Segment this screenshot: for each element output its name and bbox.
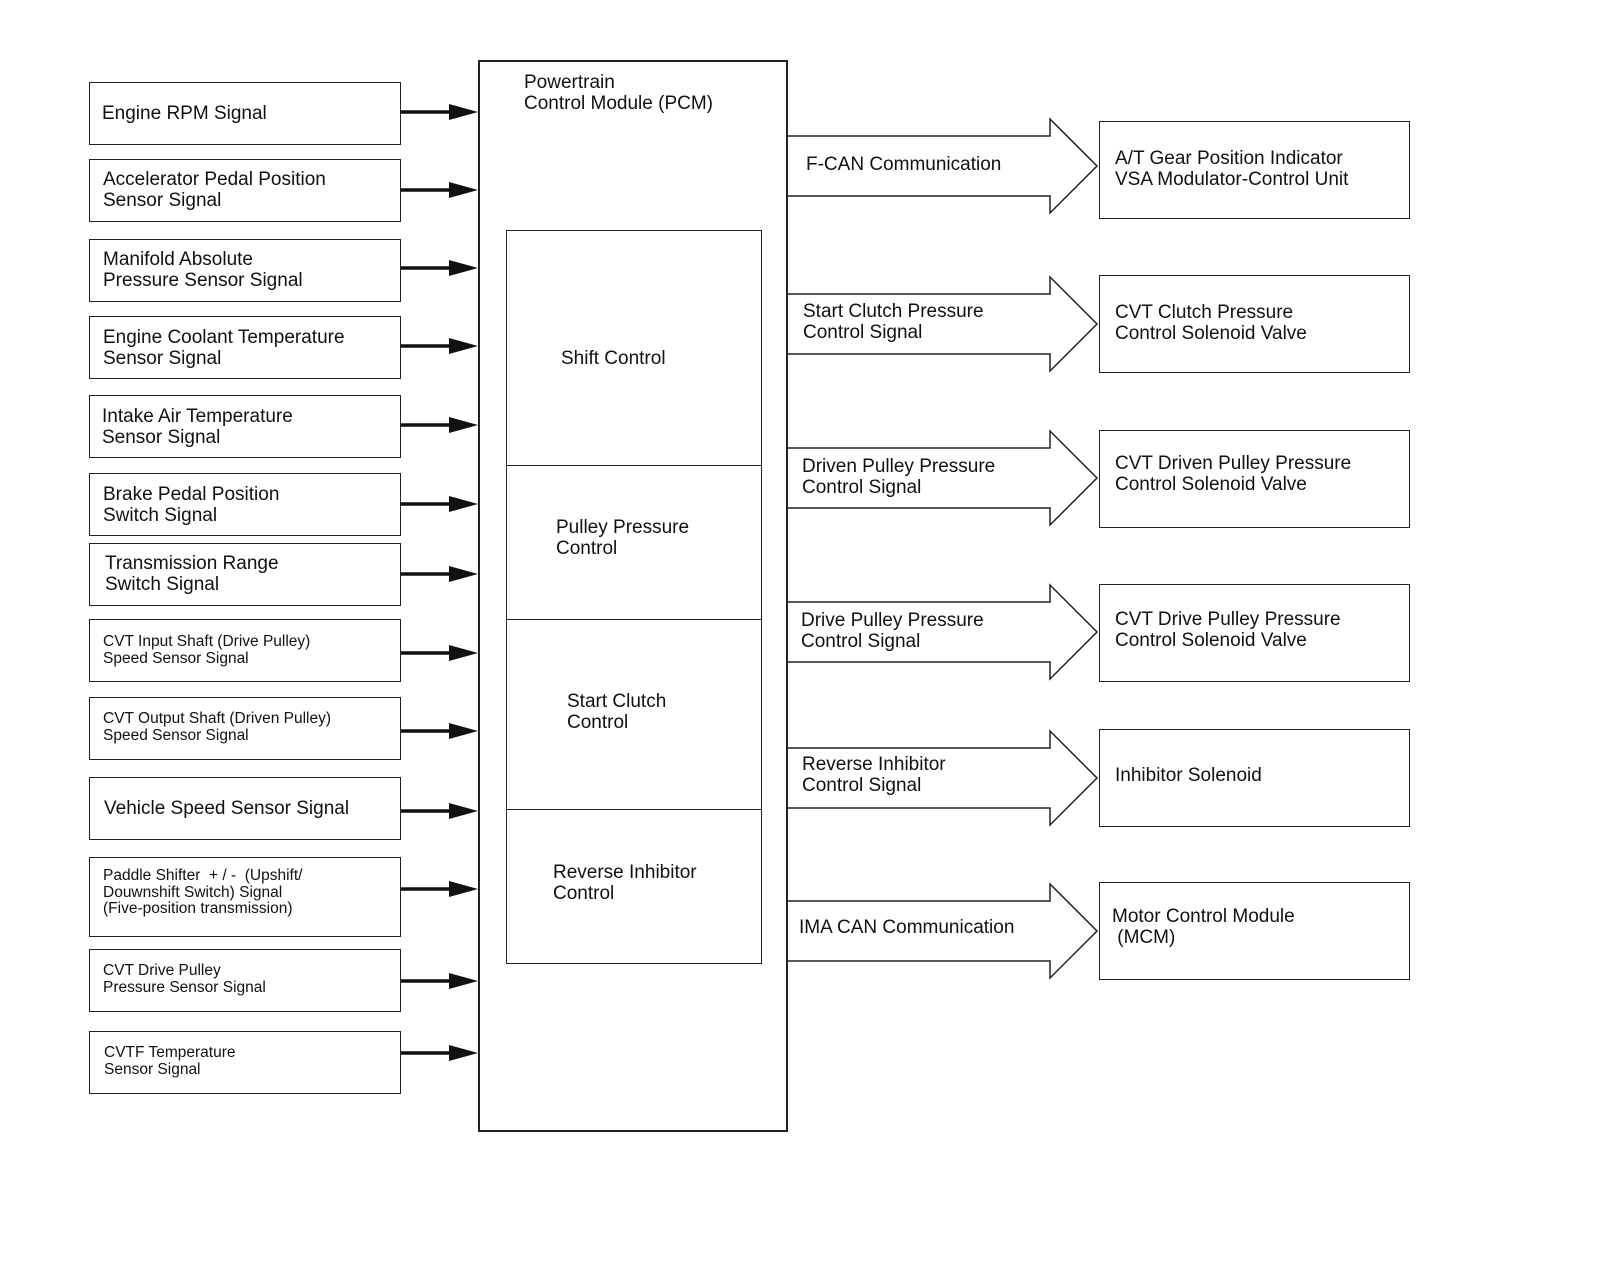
input-box-engine-rpm: [89, 82, 401, 145]
input-box-transmission-range: [89, 543, 401, 606]
input-label-transmission-range: Transmission Range Switch Signal: [105, 553, 279, 595]
section-label-shift-control: Shift Control: [561, 348, 666, 369]
input-label-drive-pulley-pressure: CVT Drive Pulley Pressure Sensor Signal: [103, 962, 266, 996]
input-label-vehicle-speed: Vehicle Speed Sensor Signal: [104, 798, 350, 819]
signal-label-driven-pulley: Driven Pulley Pressure Control Signal: [802, 456, 996, 498]
input-label-accelerator-pedal: Accelerator Pedal Position Sensor Signal: [103, 169, 326, 211]
section-label-pulley-pressure-control: Pulley Pressure Control: [556, 517, 690, 559]
signal-label-start-clutch: Start Clutch Pressure Control Signal: [803, 301, 984, 343]
pcm-title: Powertrain Control Module (PCM): [524, 72, 713, 114]
output-label-motor-control-module: Motor Control Module (MCM): [1112, 906, 1295, 948]
section-start-clutch-control: [506, 619, 762, 810]
section-reverse-inhibitor-control: [506, 809, 762, 964]
input-box-brake-pedal: [89, 473, 401, 536]
input-box-accelerator-pedal: [89, 159, 401, 222]
input-arrow-head-5: [449, 496, 478, 512]
output-box-driven-pulley-valve: [1099, 430, 1410, 528]
input-arrow-head-12: [449, 1045, 478, 1061]
signal-label-ima-can: IMA CAN Communication: [799, 917, 1015, 938]
input-label-input-shaft-speed: CVT Input Shaft (Drive Pulley) Speed Sen…: [103, 633, 311, 667]
output-label-driven-pulley-valve: CVT Driven Pulley Pressure Control Solen…: [1115, 453, 1352, 495]
input-arrow-head-9: [449, 803, 478, 819]
input-label-intake-air-temp: Intake Air Temperature Sensor Signal: [102, 406, 293, 448]
input-label-output-shaft-speed: CVT Output Shaft (Driven Pulley) Speed S…: [103, 710, 331, 744]
output-label-gear-indicator-vsa: A/T Gear Position Indicator VSA Modulato…: [1115, 148, 1349, 190]
output-label-inhibitor-solenoid: Inhibitor Solenoid: [1115, 765, 1262, 786]
output-hollow-arrow-3: [788, 583, 1099, 681]
output-hollow-arrow-0: [788, 117, 1099, 215]
signal-label-drive-pulley: Drive Pulley Pressure Control Signal: [801, 610, 984, 652]
signal-label-f-can: F-CAN Communication: [806, 154, 1002, 175]
input-arrow-head-7: [449, 645, 478, 661]
input-box-paddle-shifter: [89, 857, 401, 937]
input-arrow-head-6: [449, 566, 478, 582]
input-box-coolant-temp: [89, 316, 401, 379]
section-label-reverse-inhibitor-control: Reverse Inhibitor Control: [553, 862, 697, 904]
input-label-coolant-temp: Engine Coolant Temperature Sensor Signal: [103, 327, 345, 369]
output-hollow-arrow-2: [788, 429, 1099, 527]
input-arrow-head-4: [449, 417, 478, 433]
input-arrow-head-1: [449, 182, 478, 198]
output-box-inhibitor-solenoid: [1099, 729, 1410, 827]
input-box-input-shaft-speed: [89, 619, 401, 682]
input-arrow-head-10: [449, 881, 478, 897]
input-label-engine-rpm: Engine RPM Signal: [102, 103, 267, 124]
input-arrow-head-11: [449, 973, 478, 989]
output-hollow-arrow-4: [788, 729, 1099, 827]
input-box-map-sensor: [89, 239, 401, 302]
output-hollow-arrow-5: [788, 882, 1099, 980]
input-label-cvtf-temp: CVTF Temperature Sensor Signal: [104, 1044, 236, 1078]
input-arrow-head-2: [449, 260, 478, 276]
section-label-start-clutch-control: Start Clutch Control: [567, 691, 667, 733]
input-box-drive-pulley-pressure: [89, 949, 401, 1012]
input-label-brake-pedal: Brake Pedal Position Switch Signal: [103, 484, 280, 526]
section-pulley-pressure-control: [506, 465, 762, 620]
input-box-vehicle-speed: [89, 777, 401, 840]
section-shift-control: [506, 230, 762, 466]
output-box-motor-control-module: [1099, 882, 1410, 980]
input-box-intake-air-temp: [89, 395, 401, 458]
output-box-clutch-pressure-valve: [1099, 275, 1410, 373]
input-label-map-sensor: Manifold Absolute Pressure Sensor Signal: [103, 249, 303, 291]
input-box-output-shaft-speed: [89, 697, 401, 760]
input-arrow-head-3: [449, 338, 478, 354]
output-hollow-arrow-1: [788, 275, 1099, 373]
input-arrow-head-8: [449, 723, 478, 739]
input-box-cvtf-temp: [89, 1031, 401, 1094]
output-box-gear-indicator-vsa: [1099, 121, 1410, 219]
input-label-paddle-shifter: Paddle Shifter + / - (Upshift/ Douwnshif…: [103, 867, 303, 918]
signal-label-reverse-inhibitor: Reverse Inhibitor Control Signal: [802, 754, 946, 796]
input-arrow-head-0: [449, 104, 478, 120]
output-label-clutch-pressure-valve: CVT Clutch Pressure Control Solenoid Val…: [1115, 302, 1307, 344]
output-label-drive-pulley-valve: CVT Drive Pulley Pressure Control Soleno…: [1115, 609, 1341, 651]
output-box-drive-pulley-valve: [1099, 584, 1410, 682]
